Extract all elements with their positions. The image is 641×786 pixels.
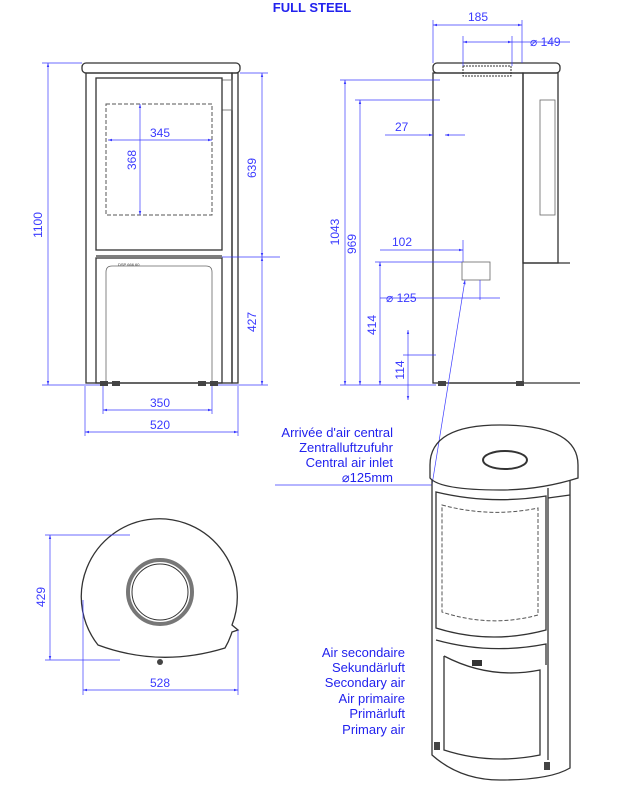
dim-width: 520 <box>150 418 170 432</box>
dim-height-lower: 427 <box>245 312 259 332</box>
serial-plate: DSP 666 60 <box>118 262 140 267</box>
side-view <box>432 62 580 386</box>
dim-feet-width: 350 <box>150 396 170 410</box>
dim-flue-height: 1043 <box>328 218 342 245</box>
svg-text:Secondary air: Secondary air <box>325 675 406 690</box>
front-view: DSP 666 60 <box>81 62 241 386</box>
top-view <box>80 518 240 665</box>
air-labels: Air secondaire Sekundärluft Secondary ai… <box>322 645 406 737</box>
svg-text:Primary air: Primary air <box>342 722 406 737</box>
dim-top-width: 528 <box>150 676 170 690</box>
dim-height-total: 1100 <box>31 212 45 238</box>
svg-text:Zentralluftzufuhr: Zentralluftzufuhr <box>299 440 394 455</box>
dim-air-diameter: ⌀ 125 <box>386 291 417 305</box>
side-dimensions: 185 ⌀ 149 1043 969 27 102 ⌀ 125 414 114 <box>275 10 570 486</box>
dim-air-offset: 102 <box>392 235 412 249</box>
svg-text:Air primaire: Air primaire <box>339 691 405 706</box>
dim-flue-center-height: 969 <box>345 234 359 254</box>
svg-text:Arrivée d'air central: Arrivée d'air central <box>281 425 393 440</box>
dim-window-width: 345 <box>150 126 170 140</box>
svg-text:Air secondaire: Air secondaire <box>322 645 405 660</box>
drawing-title: FULL STEEL <box>273 0 352 15</box>
svg-text:Sekundärluft: Sekundärluft <box>332 660 405 675</box>
svg-text:⌀125mm: ⌀125mm <box>342 470 393 485</box>
perspective-view <box>429 424 579 781</box>
dim-top-width: 185 <box>468 10 488 24</box>
front-dimensions: 1100 639 427 345 368 350 520 <box>31 62 280 436</box>
svg-text:Central air inlet: Central air inlet <box>306 455 394 470</box>
dim-window-height: 368 <box>125 150 139 170</box>
dim-flue-diameter: ⌀ 149 <box>530 35 561 49</box>
top-dimensions: 429 528 <box>34 534 239 695</box>
svg-text:Primärluft: Primärluft <box>349 706 405 721</box>
dim-air-bottom: 114 <box>393 360 407 379</box>
dim-air-height: 414 <box>365 315 379 335</box>
dim-depth: 429 <box>34 587 48 607</box>
dim-flue-offset: 27 <box>395 120 409 134</box>
dim-height-upper: 639 <box>245 158 259 178</box>
air-inlet-label: Arrivée d'air central Zentralluftzufuhr … <box>281 425 393 485</box>
